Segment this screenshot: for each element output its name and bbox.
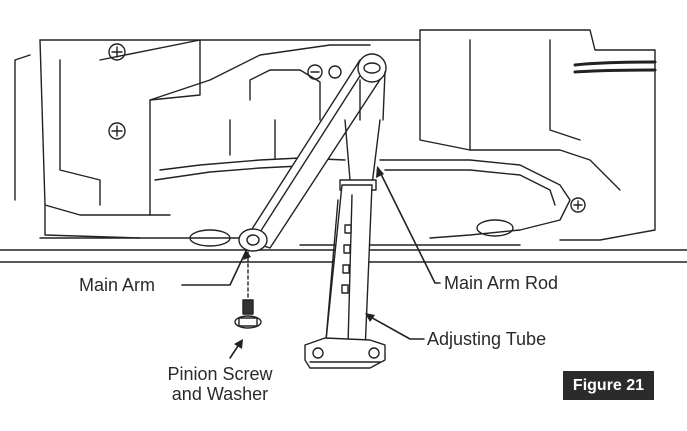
main-arm-rod-arrow [376, 166, 384, 178]
leader-lines [181, 167, 441, 359]
pinion-screw-label-line2: and Washer [171, 384, 269, 404]
main-arm-rod-leader [377, 167, 441, 284]
adjusting-tube-arrow [365, 313, 375, 322]
pinion-screw-arrow [234, 339, 243, 349]
figure-label-badge: Figure 21 [563, 371, 654, 400]
main-arm-rod [339, 119, 381, 191]
adjusting-tube-label: Adjusting Tube [427, 329, 547, 349]
pinion-screw [234, 251, 262, 329]
pinion-screw-label-line1: Pinion Screw [167, 364, 273, 384]
main-arm-label: Main Arm [79, 275, 156, 295]
main-arm [238, 53, 387, 252]
adjusting-tube-leader [366, 314, 425, 340]
main-arm-arrow [243, 250, 251, 260]
adjusting-tube [304, 184, 386, 369]
main-arm-leader [181, 250, 247, 286]
main-arm-rod-label: Main Arm Rod [444, 273, 559, 293]
arrowheads [234, 166, 384, 349]
header-housing [0, 29, 687, 263]
